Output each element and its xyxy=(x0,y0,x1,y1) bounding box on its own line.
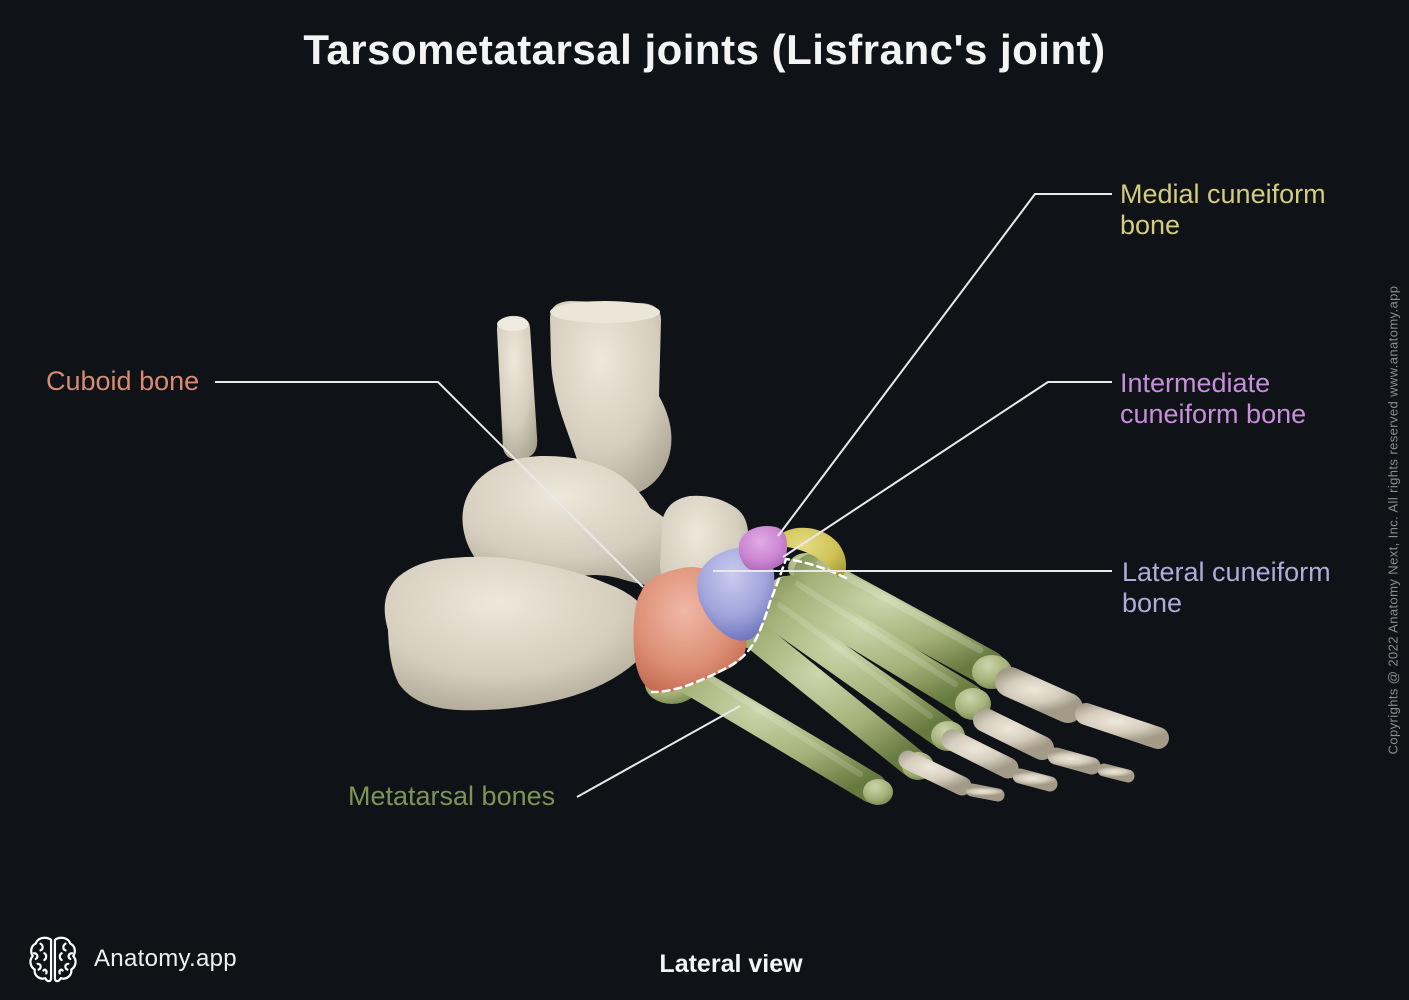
page-title: Tarsometatarsal joints (Lisfranc's joint… xyxy=(303,26,1106,73)
label-lateral-cuneiform-bone: Lateral cuneiform bone xyxy=(1122,557,1331,619)
leader-lines xyxy=(215,193,1112,798)
intermediate-cuneiform-leader-line xyxy=(782,381,1112,558)
medial-cuneiform-leader-line xyxy=(777,193,1112,537)
brand-logo-row: Anatomy.app xyxy=(28,933,237,985)
medial-cuneiform-bone-shape xyxy=(776,527,847,577)
brand-name: Anatomy.app xyxy=(94,945,237,972)
tibia-stump xyxy=(550,301,672,498)
view-caption: Lateral view xyxy=(659,950,803,978)
metatarsal-bones-group xyxy=(645,553,1012,805)
brain-icon xyxy=(29,936,77,983)
intermediate-cuneiform-bone-shape xyxy=(738,526,788,572)
label-metatarsal-bones: Metatarsal bones xyxy=(348,781,556,811)
label-cuboid-bone: Cuboid bone xyxy=(46,366,200,396)
phalanges-bones xyxy=(898,667,1169,802)
fibula-stump xyxy=(496,315,538,460)
metatarsals-leader-line xyxy=(576,705,741,798)
cuboid-leader-line xyxy=(215,381,644,588)
calcaneus-bone xyxy=(384,556,653,711)
label-intermediate-cuneiform-bone: Intermediate cuneiform bone xyxy=(1120,368,1307,430)
copyright-text: Copyrights @ 2022 Anatomy Next, Inc. All… xyxy=(1385,285,1401,755)
lisfranc-joint-dashed-line xyxy=(650,557,848,694)
label-medial-cuneiform-bone: Medial cuneiform bone xyxy=(1120,179,1326,241)
